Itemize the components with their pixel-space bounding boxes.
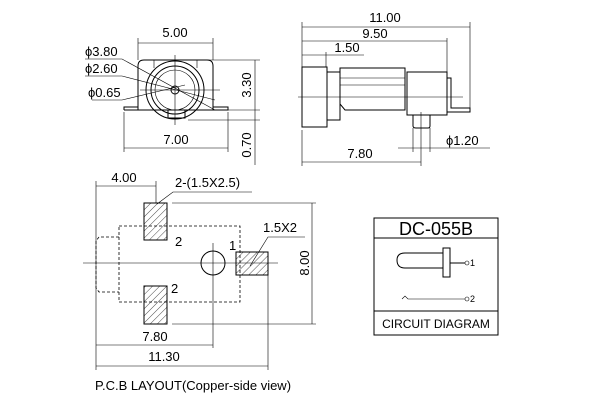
circuit-diagram: DC-055B 1 2 CIRCUIT DIAGRAM [373, 217, 499, 336]
pad-1 [235, 251, 269, 276]
plug-symbol [396, 252, 443, 269]
dim-pcb-height: 8.00 [297, 250, 312, 275]
dim-dia-pin: ϕ0.65 [88, 85, 121, 100]
dim-body-length: 9.50 [362, 26, 387, 41]
dim-pcb-total: 11.30 [148, 349, 180, 364]
dim-tab: 0.70 [239, 132, 254, 157]
dim-pin-position: 7.80 [347, 146, 372, 161]
dim-height: 3.30 [239, 72, 254, 97]
dim-dia-outer: ϕ3.80 [85, 44, 118, 59]
pad-2-bottom [143, 285, 168, 325]
dim-width-top: 5.00 [162, 25, 187, 40]
pad-2-top [143, 202, 168, 241]
pin-1-label: 1 [470, 258, 475, 268]
dim-width-bottom: 7.00 [163, 132, 188, 147]
label-pad-1: 1.5X2 [263, 220, 297, 235]
pad-label-1: 1 [229, 238, 236, 253]
dim-hole-position: 7.80 [142, 329, 167, 344]
pad-label-2-top: 2 [175, 234, 182, 249]
circuit-caption: CIRCUIT DIAGRAM [382, 317, 490, 331]
part-number: DC-055B [399, 219, 473, 239]
pin-2-label: 2 [470, 294, 475, 304]
dim-total-length: 11.00 [369, 10, 401, 25]
dim-flange: 1.50 [334, 40, 359, 55]
dim-pin-dia: ϕ1.20 [446, 133, 479, 148]
dim-dia-mid: ϕ2.60 [85, 61, 118, 76]
pcb-caption: P.C.B LAYOUT(Copper-side view) [95, 378, 291, 393]
label-pads-2: 2-(1.5X2.5) [175, 175, 240, 190]
side-view: 11.00 9.50 1.50 7.80 ϕ1.20 [298, 10, 490, 166]
dim-pad-x: 4.00 [111, 170, 136, 185]
pcb-layout: 2 2 1 4.00 2-(1.5X2.5) 1.5X2 8.00 7.80 1… [83, 170, 316, 393]
pad-label-2-bottom: 2 [171, 281, 178, 296]
front-view: ϕ3.80 ϕ2.60 ϕ0.65 5.00 7.00 3.30 0.70 [85, 25, 260, 165]
front-body [137, 59, 214, 110]
